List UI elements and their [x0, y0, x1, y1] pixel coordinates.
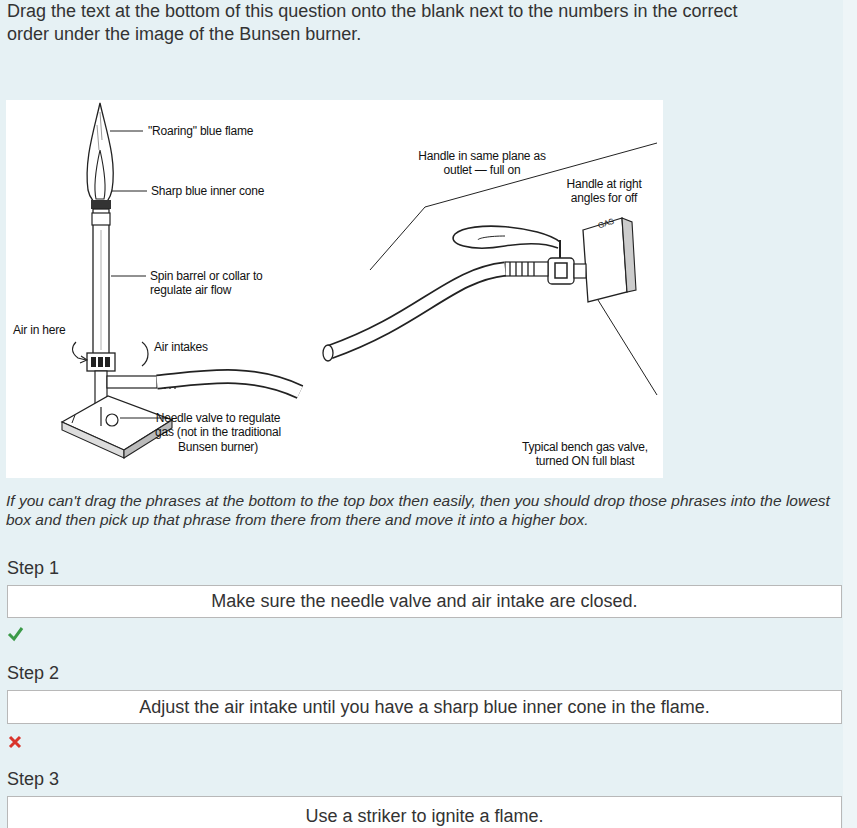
answer-text: Adjust the air intake until you have a s…	[139, 697, 709, 718]
answer-box: Step 1Make sure the needle valve and air…	[7, 585, 842, 618]
answer-text: Make sure the needle valve and air intak…	[211, 591, 637, 612]
part-label: "Roaring" blue flame	[148, 124, 288, 138]
answer-box: Step 2Adjust the air intake until you ha…	[7, 690, 842, 724]
part-label: Handle at right angles for off	[555, 177, 653, 206]
part-label: Typical bench gas valve, turned ON full …	[505, 440, 665, 469]
answer-text: Use a striker to ignite a flame.	[305, 806, 543, 827]
step-heading: Step 2	[7, 663, 59, 684]
step-heading: Step 3	[7, 769, 59, 790]
answer-box: Step 3Use a striker to ignite a flame.	[7, 796, 842, 828]
part-label: Air intakes	[154, 340, 254, 354]
question-text: Drag the text at the bottom of this ques…	[7, 0, 777, 45]
part-label: Air in here	[13, 323, 93, 337]
part-label: Needle valve to regulate gas (not in the…	[150, 411, 286, 454]
part-label: Spin barrel or collar to regulate air fl…	[150, 269, 272, 298]
step-heading: Step 1	[7, 558, 59, 579]
part-label: Sharp blue inner cone	[151, 184, 301, 198]
instruction-note: If you can't drag the phrases at the bot…	[6, 491, 846, 530]
part-label: Handle in same plane as outlet — full on	[406, 149, 558, 178]
